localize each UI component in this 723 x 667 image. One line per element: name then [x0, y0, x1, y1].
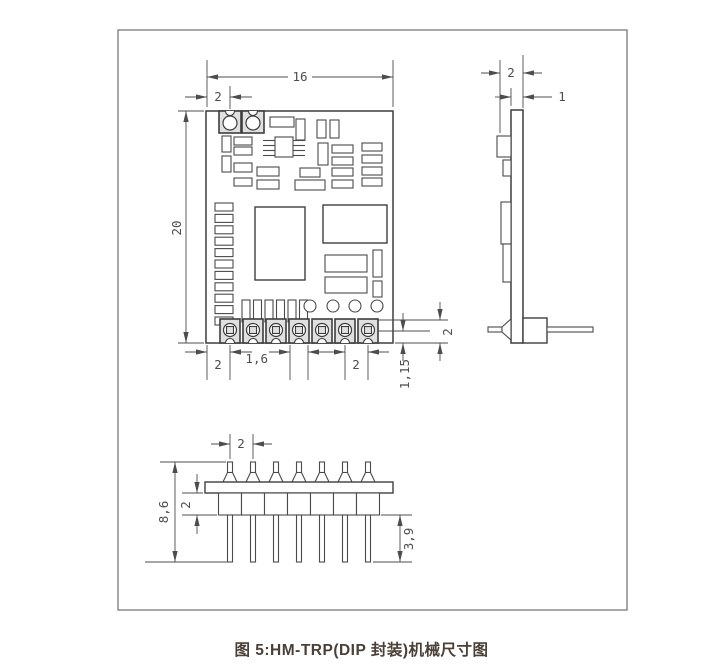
dim-edge-to-pad: 2	[214, 89, 222, 104]
dim-pin-pitch: 2	[237, 436, 245, 451]
figure-caption: 图 5:HM-TRP(DIP 封装)机械尺寸图	[234, 642, 489, 659]
front-view: 2 8,6 2 3,9	[145, 434, 416, 563]
pcb-edge-bar	[204, 481, 394, 494]
top-view: 16 2 20 2 1,6	[168, 60, 455, 389]
top-view-dimensions: 16 2 20 2 1,6	[168, 60, 455, 389]
bottom-pads	[219, 318, 379, 344]
front-view-dimensions: 2 8,6 2 3,9	[145, 434, 416, 563]
header-pin-side	[546, 326, 594, 333]
side-view: 2 1	[481, 55, 594, 344]
side-view-dimensions: 2 1	[481, 55, 566, 133]
dim-pad-width: 1,6	[245, 351, 268, 366]
dim-board-thickness: 1	[558, 89, 566, 104]
header-housing-side	[522, 317, 548, 344]
dim-pin-length: 3,9	[401, 528, 416, 551]
dim-pad-pitch: 2	[352, 357, 360, 372]
dim-pad-row-height: 2	[440, 328, 455, 336]
dim-housing-height: 2	[178, 501, 193, 509]
small-ic	[263, 136, 305, 158]
dim-board-width: 16	[292, 69, 307, 84]
ic-chip-rf	[322, 204, 388, 244]
antenna-pad	[241, 110, 265, 134]
pcb-components	[214, 116, 388, 326]
pcb-edge	[510, 109, 524, 344]
dim-bottom-edge-to-pad: 2	[214, 357, 222, 372]
ic-chip-large	[254, 206, 306, 281]
dim-total-height: 8,6	[156, 501, 171, 524]
dim-total-thickness: 2	[507, 65, 515, 80]
drawing-svg: 16 2 20 2 1,6	[117, 29, 628, 611]
antenna-pad	[218, 110, 242, 134]
dim-pad-center-to-edge: 1,15	[397, 359, 412, 389]
dim-board-height: 20	[169, 220, 184, 235]
